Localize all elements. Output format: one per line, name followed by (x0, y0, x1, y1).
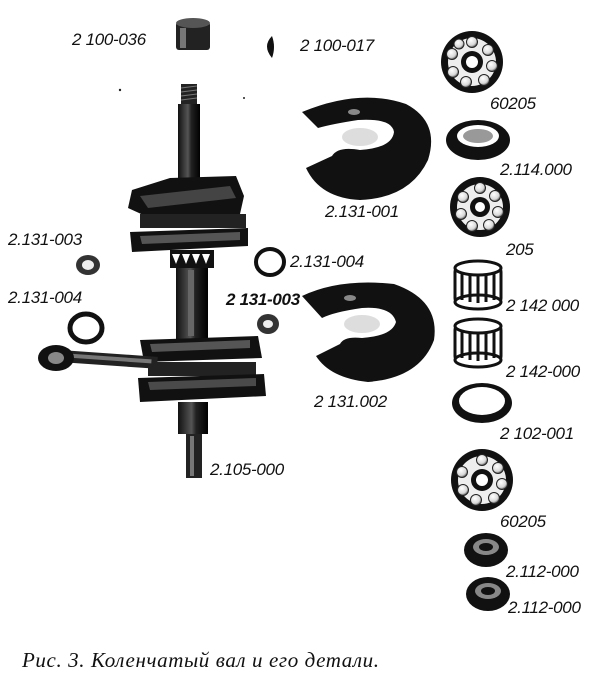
label-bearing-mid: 205 (506, 240, 534, 259)
label-ring-center: 2.131-004 (290, 252, 364, 271)
bearing-top-part (441, 31, 503, 93)
label-ring-right: 2 102-001 (500, 424, 574, 443)
seal-2-part (466, 577, 510, 611)
label-needle-2: 2 142-000 (506, 362, 580, 381)
bearing-mid-part (450, 177, 510, 237)
label-half-ring: 2 100-017 (300, 36, 374, 55)
seal-top-part (446, 120, 510, 160)
disc-bottom-part (302, 282, 435, 382)
disc-top-part (302, 97, 432, 200)
sleeve-part (176, 18, 210, 50)
label-disc-top: 2.131-001 (325, 202, 399, 221)
ring-center-part (254, 247, 286, 277)
needle-bearing-2-part (453, 317, 503, 369)
needle-bearing-1-part (453, 259, 503, 311)
label-bearing-bottom: 60205 (500, 512, 546, 531)
label-crank-pin: 2.105-000 (210, 460, 284, 479)
label-needle-1: 2 142 000 (506, 296, 579, 315)
label-seal-top: 2.114.000 (500, 160, 572, 179)
label-seal-1: 2.112-000 (506, 562, 579, 581)
crankshaft-part (38, 84, 266, 478)
label-seal-2: 2.112-000 (508, 598, 581, 617)
half-ring-part (267, 36, 274, 58)
label-sleeve: 2 100-036 (72, 30, 146, 49)
label-washer-center: 2 131-003 (226, 290, 300, 309)
washer-center-part (257, 314, 279, 334)
label-bearing-top: 60205 (490, 94, 536, 113)
ring-right-part (452, 383, 512, 423)
label-washer-left-top: 2.131-003 (8, 230, 82, 249)
figure-caption: Рис. 3. Коленчатый вал и его детали. (22, 648, 380, 672)
seal-1-part (464, 533, 508, 567)
label-disc-bottom: 2 131.002 (314, 392, 387, 411)
bearing-bottom-part (451, 449, 513, 511)
washer-left-top-part (76, 255, 100, 275)
label-ring-left: 2.131-004 (8, 288, 82, 307)
ring-left-part (67, 311, 105, 345)
